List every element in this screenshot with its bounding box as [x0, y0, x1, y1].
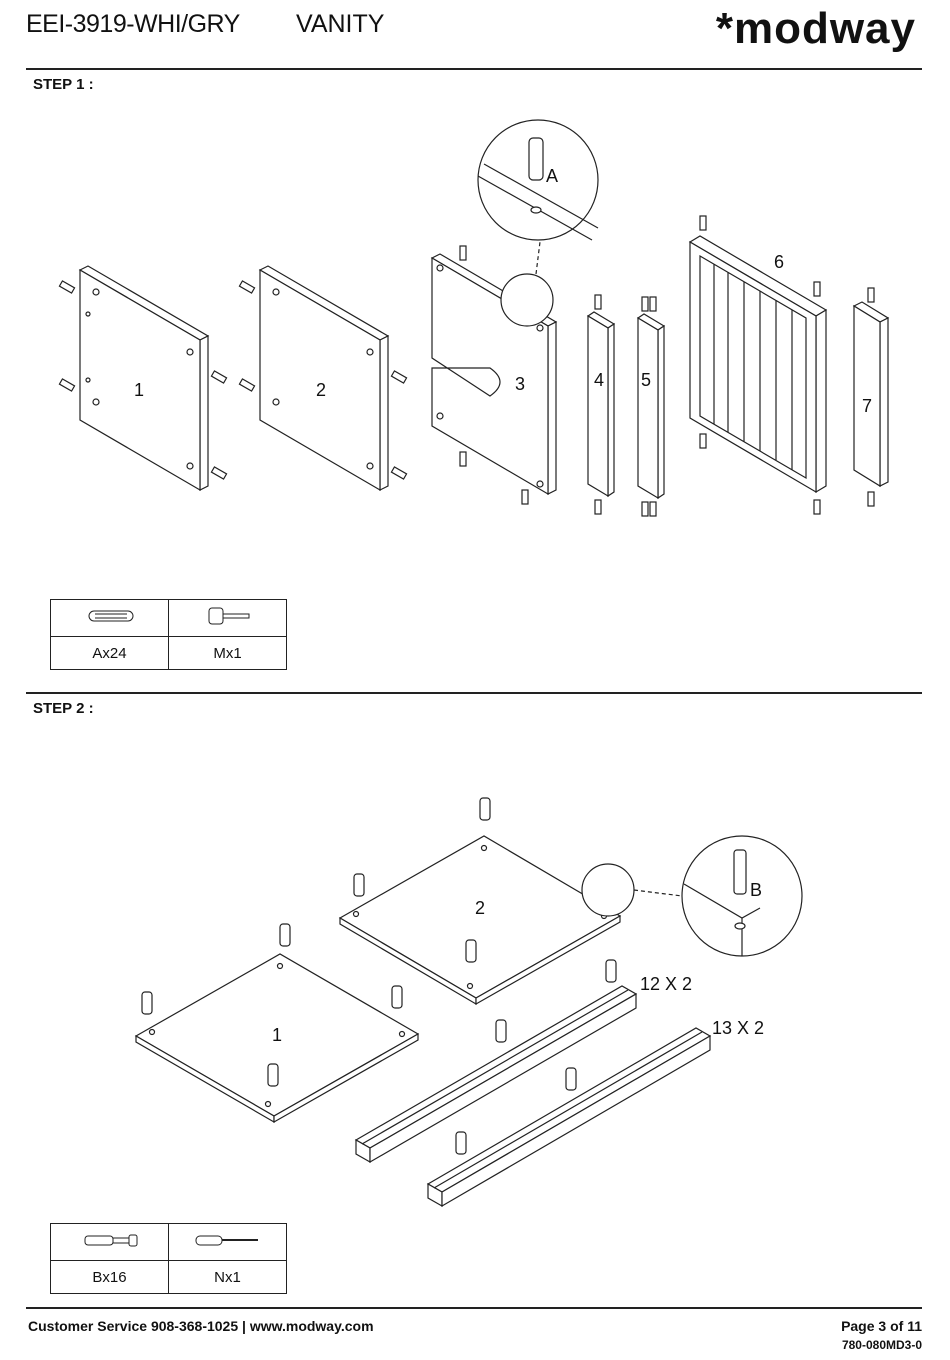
mallet-icon [193, 604, 263, 628]
hardware-label: Mx1 [169, 637, 287, 670]
part-label-12: 12 X 2 [640, 974, 692, 994]
step1-panel-label: 3 [515, 374, 525, 394]
step-2-illustration: 2 1 12 X 2 13 X 2 B [0, 780, 950, 1210]
part-label-13: 13 X 2 [712, 1018, 764, 1038]
panel-1-drawing [59, 266, 226, 490]
page-number: Page 3 of 11 [841, 1318, 922, 1334]
detail-circle-b [582, 836, 802, 956]
step1-panel-label: 7 [862, 396, 872, 416]
detail-label-b: B [750, 880, 762, 900]
detail-label-a: A [546, 166, 558, 186]
step1-panel-label: 2 [316, 380, 326, 400]
step1-panel-label: 4 [594, 370, 604, 390]
part-13-rail [428, 1028, 710, 1206]
document-code: 780-080MD3-0 [842, 1338, 922, 1352]
step-2-label: STEP 2 : [33, 700, 94, 717]
hardware-label: Ax24 [51, 637, 169, 670]
panel-4-drawing [588, 295, 614, 514]
panel-5-drawing [638, 297, 664, 516]
step-2-hardware-table: Bx16 Nx1 [50, 1223, 287, 1294]
dowel-icon [75, 606, 145, 626]
panel-2-drawing [340, 836, 620, 1004]
hardware-label: Bx16 [51, 1261, 169, 1294]
part-12-rail [356, 986, 636, 1162]
hardware-label: Nx1 [169, 1261, 287, 1294]
step1-panel-label: 5 [641, 370, 651, 390]
header-divider [26, 68, 922, 70]
step1-panel-label: 6 [774, 252, 784, 272]
brand-logo: *modway [716, 4, 916, 54]
step1-panel-label: 1 [134, 380, 144, 400]
panel-2-drawing [239, 266, 406, 490]
product-title: VANITY [296, 10, 384, 39]
cam-bolt-icon [75, 1230, 145, 1250]
cam-bolt-group [142, 798, 616, 1154]
model-number: EEI-3919-WHI/GRY [26, 10, 240, 39]
step-divider [26, 692, 922, 694]
customer-service-text: Customer Service 908-368-1025 | www.modw… [28, 1318, 374, 1334]
step-1-illustration: 1 2 3 4 5 6 7 A [0, 90, 950, 590]
footer-divider [26, 1307, 922, 1309]
step-1-hardware-table: Ax24 Mx1 [50, 599, 287, 670]
screwdriver-icon [188, 1230, 268, 1250]
step2-panel-label: 1 [272, 1025, 282, 1045]
step2-panel-label: 2 [475, 898, 485, 918]
panel-6-drawing [690, 216, 826, 514]
